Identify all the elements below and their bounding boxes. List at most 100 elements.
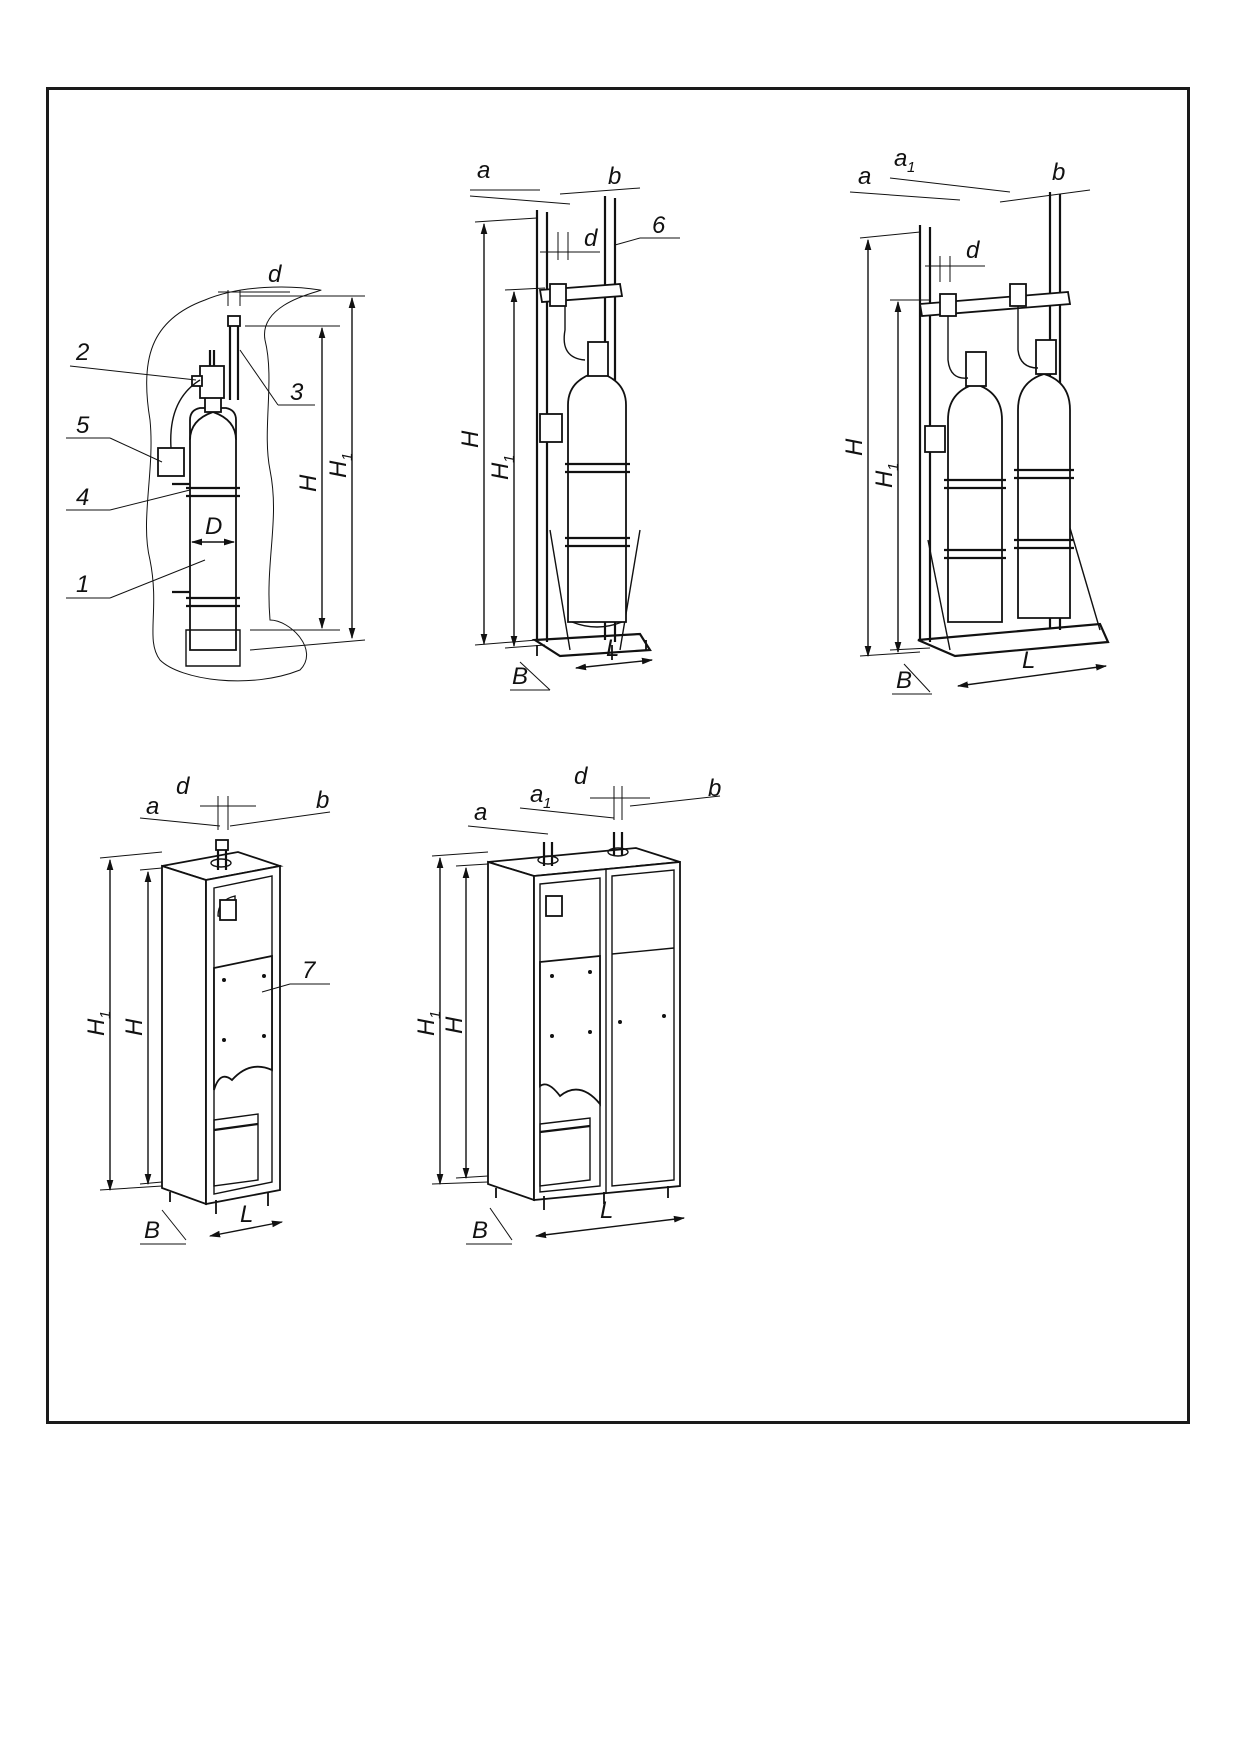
svg-text:7: 7 xyxy=(302,957,317,984)
fig4-dim-L: L xyxy=(240,1201,253,1228)
fig1-dim-d: d xyxy=(268,261,282,288)
fig1-dim-D: D xyxy=(205,513,222,540)
fig2-dim-b: b xyxy=(608,163,621,190)
fig4-single-cabinet: a d b H 1 H 7 L B xyxy=(83,773,331,1245)
fig2-dim-a: a xyxy=(477,157,490,184)
manifold-fitting-2 xyxy=(1009,283,1027,307)
cylinder xyxy=(185,395,241,667)
rack-feet xyxy=(536,640,647,660)
svg-text:3: 3 xyxy=(290,379,304,406)
rack-braces xyxy=(927,527,1101,651)
svg-text:1: 1 xyxy=(97,1011,114,1019)
fig3-dim-a: a xyxy=(858,163,871,190)
outlet-pipes xyxy=(542,832,624,866)
fig1-callout-2: 2 xyxy=(69,339,197,381)
fig3-double-cylinder-rack: a a 1 b d H H 1 L B xyxy=(841,145,1110,695)
svg-text:1: 1 xyxy=(885,463,902,471)
cabinet-feet xyxy=(495,1186,669,1210)
fig5-dim-a1: a 1 xyxy=(530,781,551,812)
cabinet-door-panel-left xyxy=(539,955,601,1107)
fig1-callout-1: 1 xyxy=(66,559,206,599)
control-box xyxy=(539,413,563,443)
svg-text:H: H xyxy=(413,1018,440,1036)
wall-outline xyxy=(145,286,322,682)
cabinet-side xyxy=(487,860,535,1202)
fig3-dim-b: b xyxy=(1052,159,1065,186)
outlet-pipe xyxy=(228,322,240,400)
fig5-dim-d: d xyxy=(574,763,588,790)
wall-brackets xyxy=(172,482,190,594)
svg-text:a: a xyxy=(530,781,543,808)
fig5-dim-b: b xyxy=(708,775,721,802)
svg-text:H: H xyxy=(83,1018,110,1036)
fig1-dim-H1: H 1 xyxy=(325,453,356,478)
cylinder-inside xyxy=(213,895,259,1187)
fig4-dim-d: d xyxy=(176,773,190,800)
flex-hose xyxy=(563,300,586,361)
valve-head xyxy=(191,350,225,399)
drawing-frame xyxy=(46,87,1190,1424)
cabinet-feet xyxy=(169,1192,269,1214)
cabinet-side xyxy=(161,864,207,1206)
fig3-dim-H: H xyxy=(841,438,868,456)
svg-text:H: H xyxy=(487,462,514,480)
fig5-dim-L: L xyxy=(600,1197,613,1224)
cabinet-door-panel xyxy=(213,954,273,1091)
cabinet-door-panel-right xyxy=(611,947,675,955)
fig2-dim-B: B xyxy=(512,663,528,690)
fig1-callout-3: 3 xyxy=(239,349,315,406)
fig4-dim-B: B xyxy=(144,1217,160,1244)
svg-text:1: 1 xyxy=(427,1011,444,1019)
fig5-dim-a: a xyxy=(474,799,487,826)
cabinet-front xyxy=(533,861,681,1201)
fig1-callout-5: 5 xyxy=(66,412,163,463)
fig4-dim-b: b xyxy=(316,787,329,814)
fig2-single-cylinder-rack: a b d 6 H H 1 L B xyxy=(457,157,680,691)
svg-text:1: 1 xyxy=(76,571,89,598)
fig4-dim-a: a xyxy=(146,793,159,820)
fig5-dim-H: H xyxy=(441,1016,468,1034)
rack-braces xyxy=(549,529,641,651)
fig5-dim-H1: H 1 xyxy=(413,1011,444,1036)
manifold-fitting-1 xyxy=(939,293,957,317)
pipe-fitting xyxy=(227,315,241,327)
fig3-dim-a1: a 1 xyxy=(894,145,915,176)
cylinder-inside xyxy=(539,895,591,1187)
fig2-callout-6: 6 xyxy=(614,212,680,246)
flex-hoses xyxy=(947,304,1039,379)
control-cable xyxy=(170,379,201,449)
fig2-dim-d: d xyxy=(584,225,598,252)
fig2-dim-L: L xyxy=(606,635,619,662)
fig3-dim-L: L xyxy=(1022,647,1035,674)
cylinder-left xyxy=(944,351,1006,623)
svg-text:1: 1 xyxy=(907,159,915,176)
svg-text:6: 6 xyxy=(652,212,666,239)
svg-text:1: 1 xyxy=(543,795,551,812)
fig4-callout-7: 7 xyxy=(261,957,330,993)
rack-base xyxy=(531,632,652,658)
svg-text:H: H xyxy=(871,470,898,488)
svg-text:2: 2 xyxy=(75,339,89,366)
fig3-dim-B: B xyxy=(896,667,912,694)
svg-text:1: 1 xyxy=(339,453,356,461)
svg-text:4: 4 xyxy=(76,484,89,511)
rack-base xyxy=(917,622,1110,658)
fig2-dim-H1: H 1 xyxy=(487,455,518,480)
fig1-dim-H: H xyxy=(295,474,322,492)
fig5-dim-B: B xyxy=(472,1217,488,1244)
fig2-dim-H: H xyxy=(457,430,484,448)
fig1-callout-4: 4 xyxy=(66,484,191,511)
fig4-dim-H1: H 1 xyxy=(83,1011,114,1036)
fig3-dim-H1: H 1 xyxy=(871,463,902,488)
fig1-single-cylinder-wall-mount: d H H 1 D 2 3 5 4 1 xyxy=(66,261,366,682)
fig4-dim-H: H xyxy=(121,1018,148,1036)
manifold-fitting xyxy=(549,283,567,307)
control-box xyxy=(924,425,946,453)
svg-text:H: H xyxy=(325,460,352,478)
fig3-dim-d: d xyxy=(966,237,980,264)
svg-text:a: a xyxy=(894,145,907,172)
fig5-double-cabinet: a a 1 d b H 1 H L B xyxy=(413,763,721,1245)
cylinder-right xyxy=(1014,339,1074,619)
svg-text:5: 5 xyxy=(76,412,90,439)
